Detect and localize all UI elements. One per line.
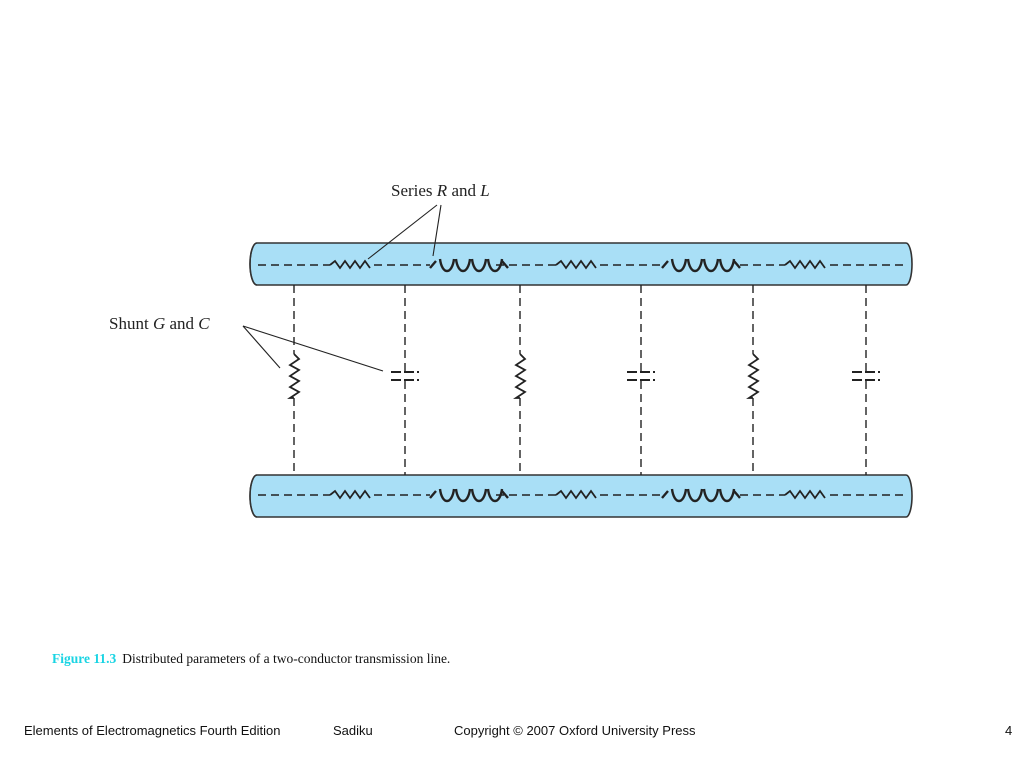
shunt-conductance bbox=[513, 353, 527, 399]
top-series-resistor bbox=[329, 259, 371, 270]
leader-line bbox=[432, 204, 442, 257]
series-label: Series R and L bbox=[391, 181, 490, 200]
page-number: 4 bbox=[1005, 723, 1013, 738]
footer-book-title: Elements of Electromagnetics Fourth Edit… bbox=[24, 723, 281, 738]
shunt-elements bbox=[287, 285, 880, 475]
shunt-label: Shunt G and C bbox=[109, 314, 210, 333]
leader-line bbox=[242, 325, 281, 369]
top-series-inductor bbox=[429, 258, 509, 273]
shunt-conductance bbox=[746, 353, 760, 399]
top-series-resistor bbox=[555, 259, 597, 270]
series-elements bbox=[258, 258, 905, 503]
figure-label: Figure 11.3 bbox=[52, 651, 117, 666]
footer-copyright: Copyright © 2007 Oxford University Press bbox=[454, 723, 696, 738]
conductors bbox=[249, 242, 913, 518]
top-series-resistor bbox=[784, 259, 826, 270]
footer-author: Sadiku bbox=[333, 723, 373, 738]
bottom-series-resistor bbox=[784, 489, 826, 500]
leader-lines bbox=[242, 204, 442, 372]
bottom-series-inductor bbox=[661, 488, 741, 503]
bottom-series-resistor bbox=[329, 489, 371, 500]
top-series-inductor bbox=[661, 258, 741, 273]
caption-text: Distributed parameters of a two-conducto… bbox=[122, 651, 451, 666]
bottom-conductor-end-edge bbox=[249, 474, 258, 518]
transmission-line-diagram: Series R and L Shunt G and C bbox=[109, 181, 913, 518]
bottom-series-resistor bbox=[555, 489, 597, 500]
figure-caption: Figure 11.3 Distributed parameters of a t… bbox=[52, 651, 450, 667]
shunt-conductance bbox=[287, 353, 301, 399]
bottom-series-inductor bbox=[429, 488, 509, 503]
leader-line bbox=[242, 325, 384, 372]
top-conductor-end-edge bbox=[249, 242, 258, 286]
leader-line bbox=[367, 204, 438, 260]
